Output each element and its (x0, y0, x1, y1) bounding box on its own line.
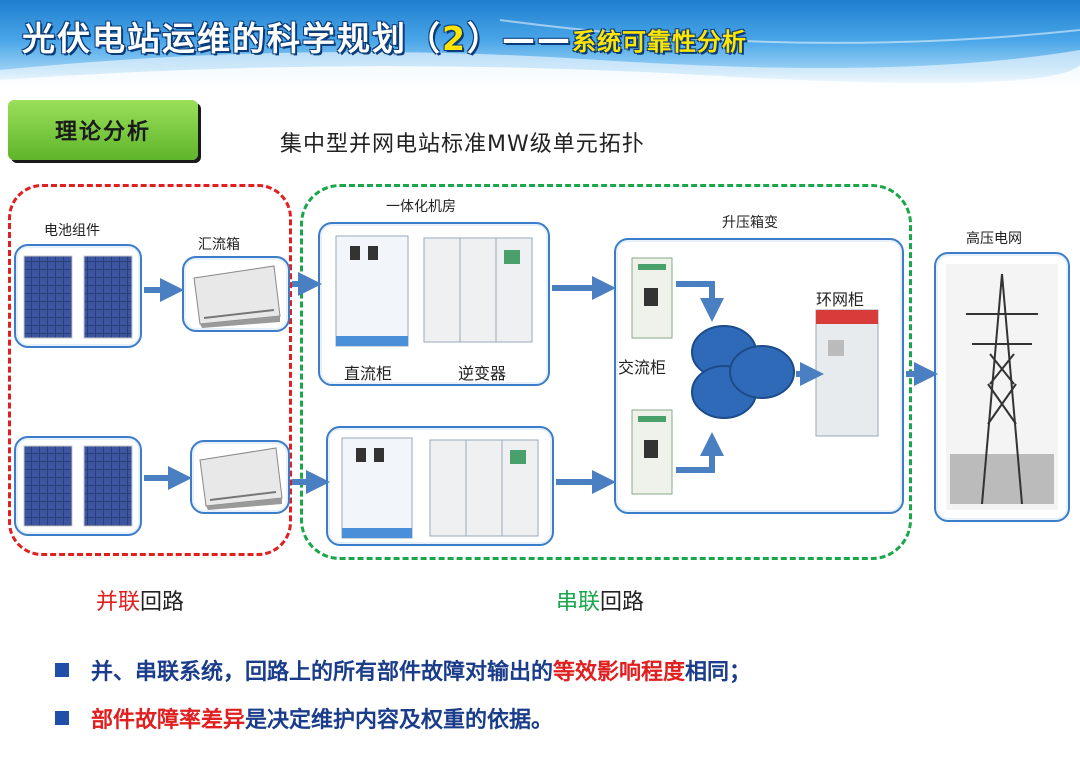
boost-box-label: 升压箱变 (722, 215, 778, 231)
bullet-2: 部件故障率差异是决定维护内容及权重的依据。 (55, 702, 553, 734)
parallel-loop-boundary (8, 184, 292, 556)
solar-panel-icon (23, 255, 133, 339)
series-loop-legend: 串联回路 (556, 590, 645, 615)
inverter-label: 逆变器 (458, 364, 507, 383)
integrated-room-top (318, 222, 550, 386)
dc-cabinet-label: 直流柜 (344, 364, 393, 383)
boost-box-transformer (614, 238, 904, 514)
integrated-room-label: 一体化机房 (386, 199, 456, 215)
ac-cabinet-label: 交流柜 (618, 358, 667, 377)
combiner-box-bottom (190, 440, 290, 514)
battery-module-bottom (14, 436, 142, 536)
grid-label: 高压电网 (966, 231, 1022, 247)
bullet-1: 并、串联系统，回路上的所有部件故障对输出的等效影响程度相同； (55, 654, 751, 686)
battery-module-top (14, 244, 142, 348)
boost-box-inner-icon (631, 257, 879, 495)
combiner-label: 汇流箱 (198, 237, 240, 253)
transmission-tower-icon (946, 264, 1058, 510)
integrated-room-bottom (326, 426, 554, 546)
dc-inverter-cabinets-icon (335, 235, 533, 347)
banner-waves (0, 19, 1080, 90)
combiner-box-icon (199, 447, 283, 510)
solar-panel-icon (23, 445, 133, 527)
bullet-square-icon (55, 663, 69, 677)
header-banner: 光伏电站运维的科学规划（2）——系统可靠性分析 (0, 0, 1080, 90)
page-subtitle-yellow: 系统可靠性分析 (571, 28, 747, 56)
high-voltage-grid (934, 252, 1070, 522)
dc-inverter-cabinets-icon (341, 437, 539, 539)
parallel-loop-legend: 并联回路 (96, 590, 185, 615)
ring-cabinet-label: 环网柜 (816, 290, 865, 309)
section-tag: 理论分析 (8, 100, 198, 160)
bullet-square-icon (55, 711, 69, 725)
arrow-ac-to-transformer-bottom (676, 432, 724, 473)
arrow-ac-to-transformer-top (676, 281, 724, 322)
battery-label: 电池组件 (44, 223, 100, 239)
page-title: 光伏电站运维的科学规划（2）——系统可靠性分析 (22, 19, 747, 58)
diagram-subtitle: 集中型并网电站标准MW级单元拓扑 (280, 132, 645, 157)
combiner-box-icon (193, 265, 281, 328)
combiner-box-top (182, 256, 290, 332)
